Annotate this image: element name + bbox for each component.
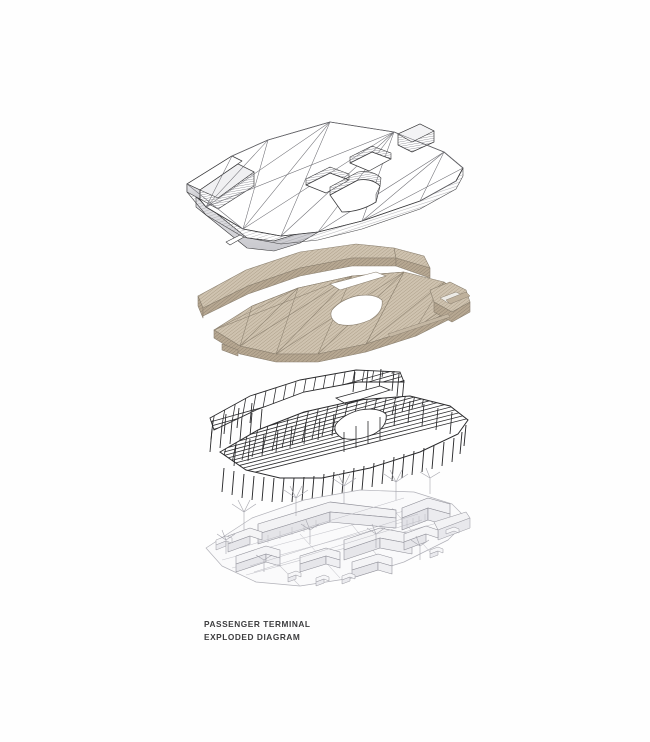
caption-line-title: PASSENGER TERMINAL xyxy=(204,619,311,629)
roof-shell-geometry xyxy=(186,121,464,252)
timber-ceiling-geometry xyxy=(197,243,471,363)
skylight-opening xyxy=(349,145,392,172)
caption-line-subtitle: EXPLODED DIAGRAM xyxy=(204,632,301,642)
diagram-caption: PASSENGER TERMINAL EXPLODED DIAGRAM xyxy=(204,618,311,644)
ground-plane-geometry xyxy=(205,467,471,587)
skylight-opening-large xyxy=(329,171,382,213)
